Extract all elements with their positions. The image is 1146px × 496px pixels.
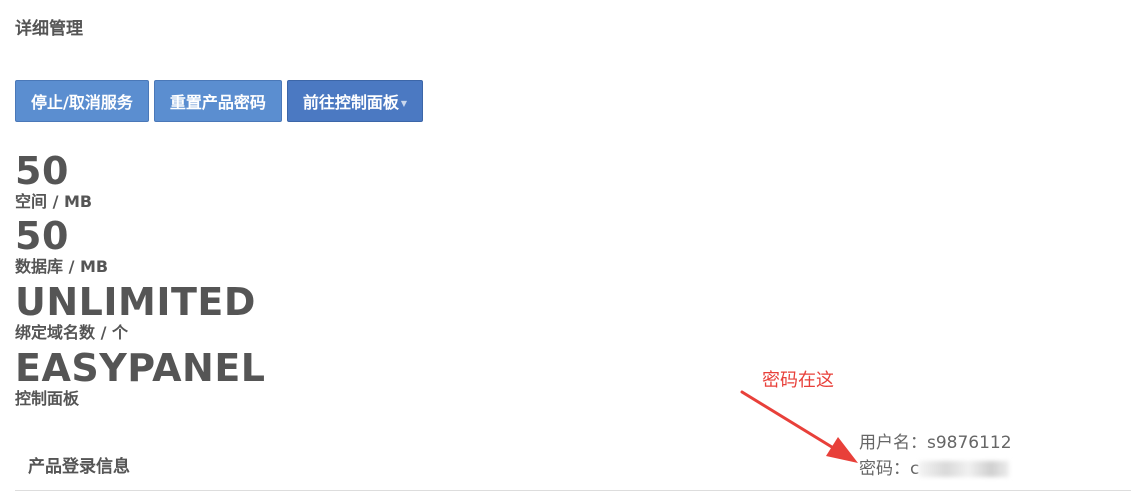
stat-label: 控制面板: [15, 389, 80, 408]
annotation-label: 密码在这: [762, 370, 834, 391]
login-info-title: 产品登录信息: [28, 457, 130, 477]
section-title: 详细管理: [15, 19, 83, 39]
password-blur-mask: [919, 461, 1010, 477]
stat-value: 50: [15, 149, 69, 193]
stat-label: 空间 / MB: [15, 192, 93, 211]
control-panel-dropdown-button[interactable]: 前往控制面板 ▼: [286, 80, 424, 122]
reset-password-button[interactable]: 重置产品密码: [153, 80, 282, 122]
password-row: 密码：c: [859, 454, 1010, 479]
username-value: s9876112: [927, 433, 1012, 453]
stat-database: 50 数据库 / MB: [15, 215, 108, 277]
stat-control-panel: EASYPANEL 控制面板: [15, 347, 266, 409]
action-toolbar: 停止/取消服务 重置产品密码 前往控制面板 ▼: [15, 80, 424, 122]
password-value: c: [910, 459, 920, 479]
username-row: 用户名：s9876112: [859, 428, 1012, 453]
username-label: 用户名：: [859, 433, 927, 453]
stat-domains: UNLIMITED 绑定域名数 / 个: [15, 281, 256, 343]
stat-value: 50: [15, 214, 69, 258]
stat-value: UNLIMITED: [15, 280, 256, 324]
divider: [15, 490, 1131, 491]
stat-label: 数据库 / MB: [15, 257, 109, 276]
caret-down-icon: ▼: [400, 98, 408, 108]
stat-disk-space: 50 空间 / MB: [15, 150, 92, 212]
stat-value: EASYPANEL: [15, 346, 266, 390]
stop-cancel-service-button[interactable]: 停止/取消服务: [15, 80, 149, 122]
password-label: 密码：: [859, 459, 910, 479]
control-panel-button-label: 前往控制面板: [302, 93, 399, 112]
stat-label: 绑定域名数 / 个: [15, 323, 128, 342]
